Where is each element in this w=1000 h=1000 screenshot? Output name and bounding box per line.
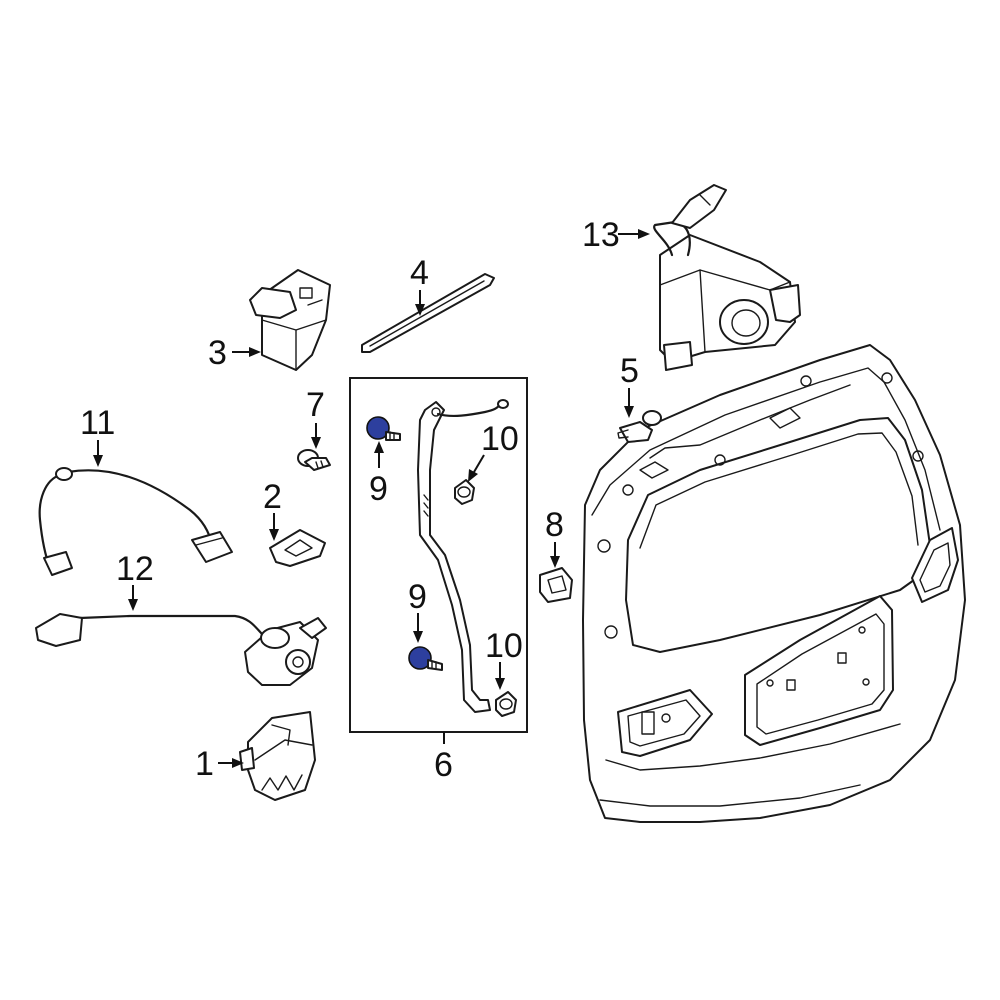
callout-4: 4: [410, 254, 429, 292]
callout-6: 6: [434, 746, 453, 784]
leader-lines: [93, 229, 650, 768]
part-11-harness: [38, 467, 233, 576]
part-10-clip-lower: [495, 691, 517, 717]
callout-7: 7: [306, 386, 325, 424]
callout-1: 1: [195, 745, 214, 783]
callout-10-upper: 10: [481, 420, 519, 458]
part-13-module: [653, 184, 801, 371]
part-1-latch: [239, 711, 316, 801]
callout-8: 8: [545, 506, 564, 544]
liftgate-panel: [582, 344, 966, 823]
part-5-stud: [617, 410, 662, 443]
part-2-clip: [269, 529, 326, 567]
part-9-bolt-lower: [408, 646, 443, 671]
callout-2: 2: [263, 478, 282, 516]
callout-3: 3: [208, 334, 227, 372]
part-7-bolt: [297, 449, 331, 471]
part-3-bracket: [249, 269, 331, 371]
callout-9-lower: 9: [408, 578, 427, 616]
callout-13: 13: [582, 216, 620, 254]
part-8-bracket: [539, 567, 573, 603]
part-9-bolt-upper: [366, 416, 401, 441]
part-6-rod-harness: [417, 399, 509, 713]
callout-5: 5: [620, 352, 639, 390]
part-6-assembly-frame: [349, 377, 528, 733]
callout-10-lower: 10: [485, 627, 523, 665]
part-12-harness: [35, 613, 327, 686]
part-4-strip: [361, 273, 495, 353]
callout-11: 11: [80, 404, 115, 442]
part-10-clip-upper: [454, 479, 475, 505]
callout-9-upper: 9: [369, 470, 388, 508]
callout-12: 12: [116, 550, 154, 588]
